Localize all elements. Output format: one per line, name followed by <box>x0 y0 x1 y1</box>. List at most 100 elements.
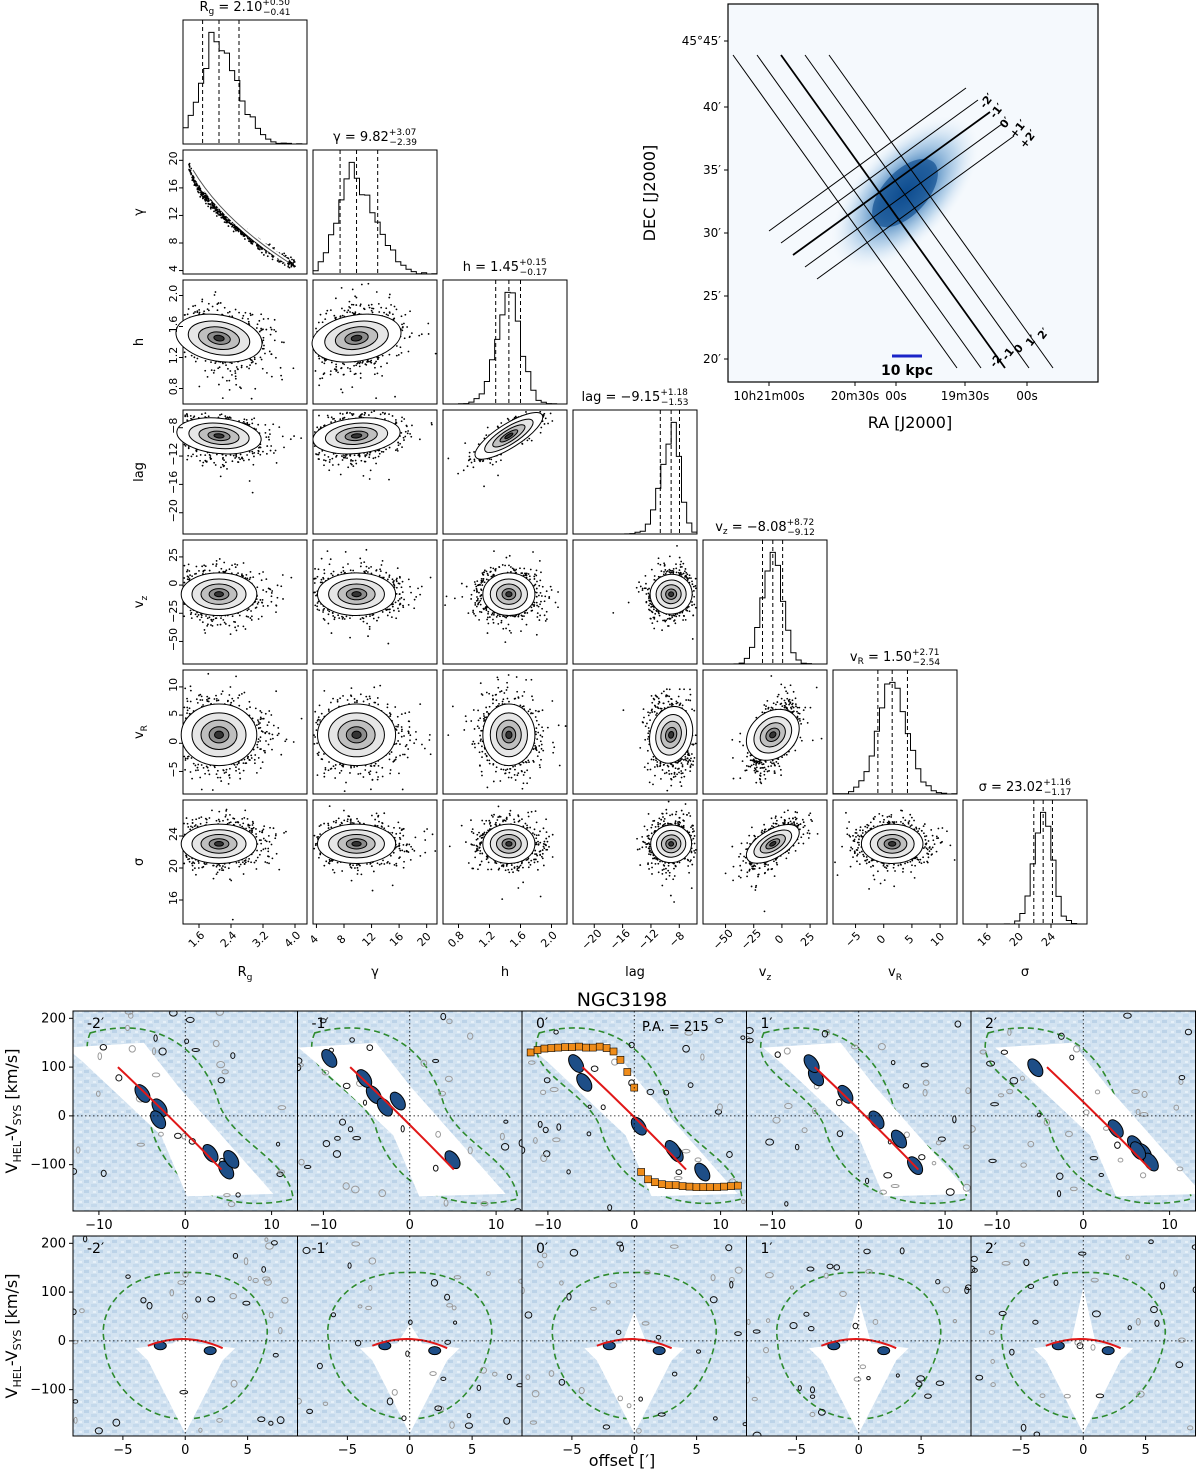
noise-contour <box>1020 1423 1027 1432</box>
noise-contour <box>1069 1054 1075 1061</box>
noise-contour <box>169 1289 175 1297</box>
noise-contour <box>503 1417 511 1425</box>
noise-contour <box>606 1299 611 1305</box>
rotation-curve-point <box>582 1043 590 1052</box>
noise-contour <box>281 1296 289 1304</box>
x-tick-label: 3.2 <box>250 929 272 951</box>
noise-contour <box>230 1052 236 1059</box>
x-tick-label: −50 <box>710 927 736 953</box>
noise-contour <box>1019 1242 1026 1247</box>
noise-contour <box>1020 1162 1027 1168</box>
noise-contour <box>268 1311 274 1319</box>
x-tick-label: 00s <box>885 389 907 403</box>
noise-contour <box>500 1143 510 1151</box>
y-axis-label: vz <box>132 596 150 609</box>
noise-contour <box>865 1268 873 1275</box>
y-tick-label: 1.2 <box>167 347 180 365</box>
panel-label: -1′ <box>312 1016 329 1032</box>
x-tick-label: 16 <box>975 930 994 949</box>
x-tick-label: 19m30s <box>941 389 989 403</box>
panel-label: -1′ <box>312 1241 329 1257</box>
panel-frame <box>832 669 958 795</box>
noise-contour <box>789 1321 798 1330</box>
noise-contour <box>684 1030 694 1036</box>
noise-contour <box>503 1119 509 1124</box>
rotation-curve-point <box>547 1044 556 1052</box>
noise-contour <box>94 1427 103 1435</box>
noise-contour <box>533 1137 538 1144</box>
histogram-steps <box>182 31 307 145</box>
x-tick-label: 0 <box>406 1443 414 1458</box>
noise-contour <box>467 1032 474 1040</box>
noise-contour <box>524 1311 533 1319</box>
noise-contour <box>1114 1141 1121 1149</box>
x-tick-label: 8 <box>334 932 348 946</box>
major-slice-line <box>828 54 1054 369</box>
rotation-curve-point <box>699 1183 708 1191</box>
rotation-curve-point <box>637 1168 645 1176</box>
noise-contour <box>1000 1049 1009 1055</box>
y-tick-label: −25 <box>167 600 180 623</box>
y-tick-label: −8 <box>167 418 180 434</box>
x-tick-label: 00s <box>1016 389 1038 403</box>
contour-level-4 <box>668 841 675 847</box>
noise-contour <box>198 1427 203 1433</box>
y-tick-label: 4 <box>167 265 180 272</box>
x-tick-label: 5 <box>1141 1443 1149 1458</box>
noise-contour <box>725 1244 733 1252</box>
noise-contour <box>1019 1075 1025 1081</box>
noise-contour <box>1069 1186 1078 1192</box>
param-title: h = 1.45+0.15−0.17 <box>463 258 548 278</box>
noise-contour <box>638 1396 643 1402</box>
x-tick-label: −10 <box>310 1218 337 1233</box>
data-blob <box>694 1162 711 1182</box>
noise-contour <box>265 1242 274 1250</box>
y-axis-label: vR <box>132 724 150 739</box>
x-tick-label: 24 <box>1039 930 1058 949</box>
x-tick-label: −5 <box>113 1443 132 1458</box>
noise-contour <box>467 1146 473 1155</box>
noise-contour <box>863 1248 871 1255</box>
noise-contour <box>476 1384 482 1391</box>
contour-level-4 <box>213 334 225 342</box>
noise-contour <box>559 1280 564 1286</box>
noise-contour <box>806 1266 815 1272</box>
noise-contour <box>643 1269 651 1275</box>
panel-label: 1′ <box>761 1241 773 1257</box>
model-curve <box>814 1066 920 1171</box>
noise-contour <box>485 1271 491 1277</box>
y-tick-label: 30′ <box>703 226 721 240</box>
noise-contour <box>671 1371 678 1377</box>
noise-contour <box>229 1292 237 1300</box>
noise-contour <box>449 1421 455 1429</box>
x-tick-label: 2.0 <box>538 929 560 951</box>
noise-contour <box>1089 1155 1099 1161</box>
noise-contour <box>548 1370 555 1377</box>
noise-contour <box>655 1334 662 1340</box>
x-tick-label: 10 <box>928 930 947 949</box>
noise-contour <box>195 1296 202 1303</box>
noise-contour <box>590 1065 599 1072</box>
noise-contour <box>95 1090 101 1097</box>
noise-contour <box>772 1116 781 1124</box>
noise-contour <box>817 1408 826 1416</box>
noise-contour <box>1006 1088 1014 1095</box>
noise-contour <box>962 1183 971 1192</box>
noise-contour <box>297 1063 302 1072</box>
noise-contour <box>895 1373 900 1378</box>
y-tick-label: −100 <box>30 1158 66 1173</box>
noise-contour <box>619 1244 625 1252</box>
x-tick-label: −10 <box>983 1218 1010 1233</box>
noise-contour <box>587 1104 592 1109</box>
noise-contour <box>924 1393 932 1399</box>
contour-level-4 <box>505 730 513 739</box>
noise-contour <box>215 1011 225 1016</box>
noise-contour <box>306 1408 314 1415</box>
noise-contour <box>821 1030 829 1038</box>
noise-contour <box>586 1131 592 1137</box>
rotation-curve-point <box>671 1181 680 1189</box>
noise-contour <box>1178 1074 1186 1081</box>
